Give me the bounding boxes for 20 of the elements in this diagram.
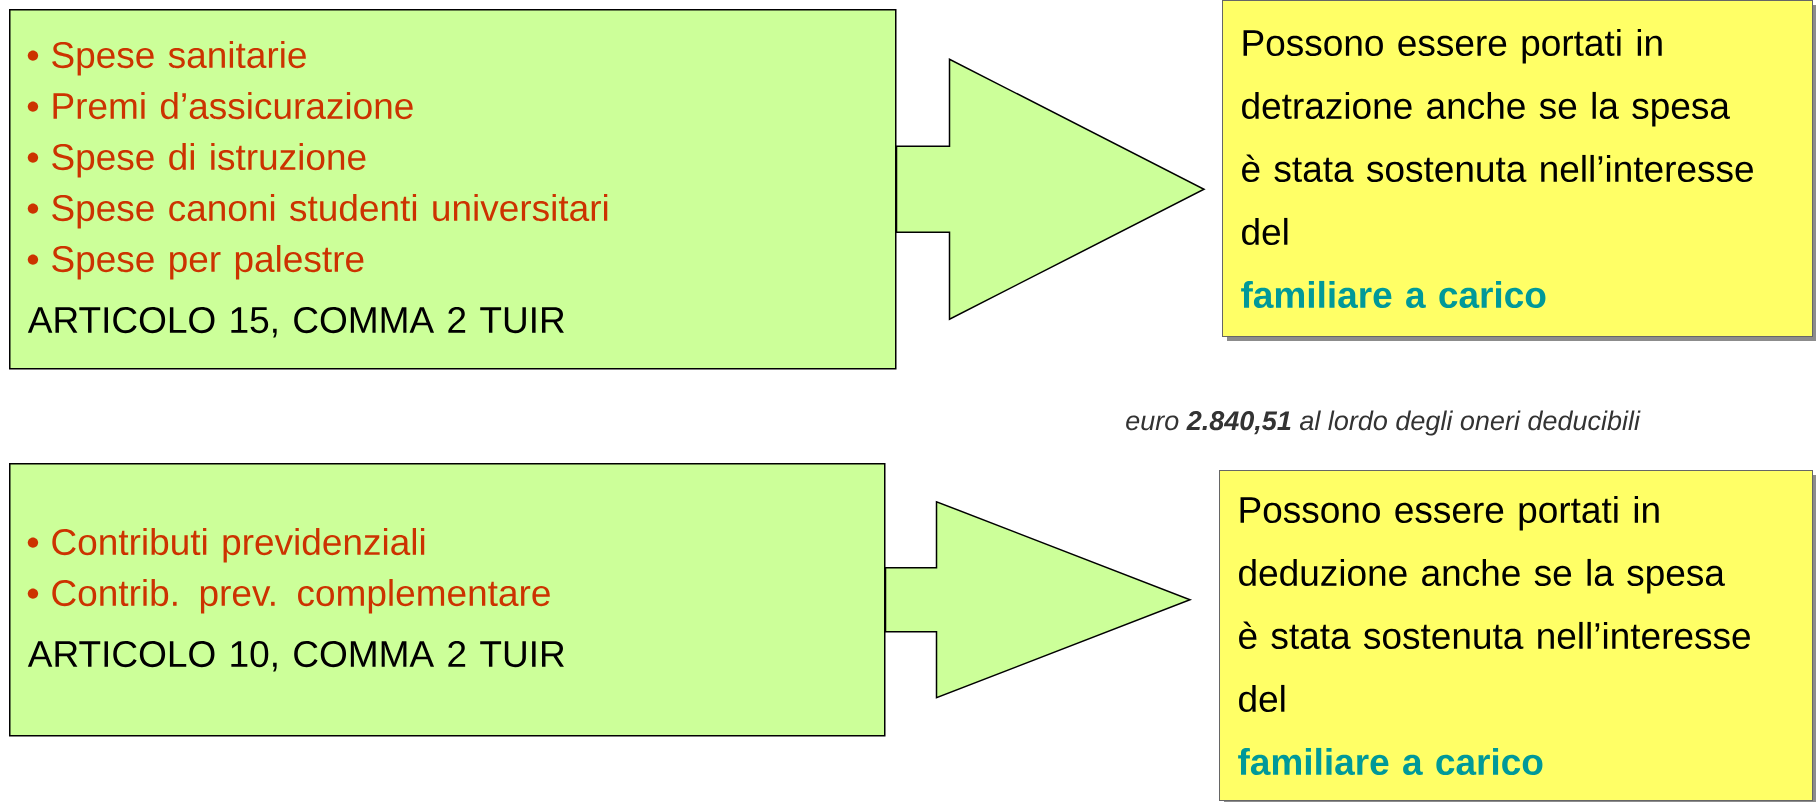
note-text: euro 2.840,51 al lordo degli oneri deducibili <box>1126 410 1641 436</box>
article-reference: ARTICOLO 10, COMMA 2 TUIR <box>27 640 564 672</box>
note-box <box>1219 470 1816 802</box>
bullet-item: Premi d’assicurazione <box>27 92 413 120</box>
highlighted-text: familiare a carico <box>1238 747 1543 776</box>
bullet-item: Spese di istruzione <box>27 143 366 178</box>
bullet-item: Spese sanitarie <box>27 41 306 76</box>
note-box <box>1222 0 1816 341</box>
list-box <box>9 463 886 737</box>
note-text: Possono essere portati in detrazione anche se la spesa è stata sostenuta nell’interesse del <box>1242 28 1753 246</box>
list-box <box>9 9 897 370</box>
block-arrow <box>895 58 1206 321</box>
highlighted-text: familiare a carico <box>1241 280 1546 309</box>
bullet-item: Spese canoni studenti universitari <box>27 194 608 229</box>
bullet-item: Contrib. prev. complementare <box>27 579 550 614</box>
note-text: Possono essere portati in deduzione anche se la spesa è stata sostenuta nell’interesse del <box>1239 495 1750 713</box>
article-reference: ARTICOLO 15, COMMA 2 TUIR <box>27 306 564 338</box>
block-arrow <box>884 500 1193 699</box>
bullet-item: Contributi previdenziali <box>27 528 425 563</box>
bullet-item: Spese per palestre <box>27 245 364 280</box>
